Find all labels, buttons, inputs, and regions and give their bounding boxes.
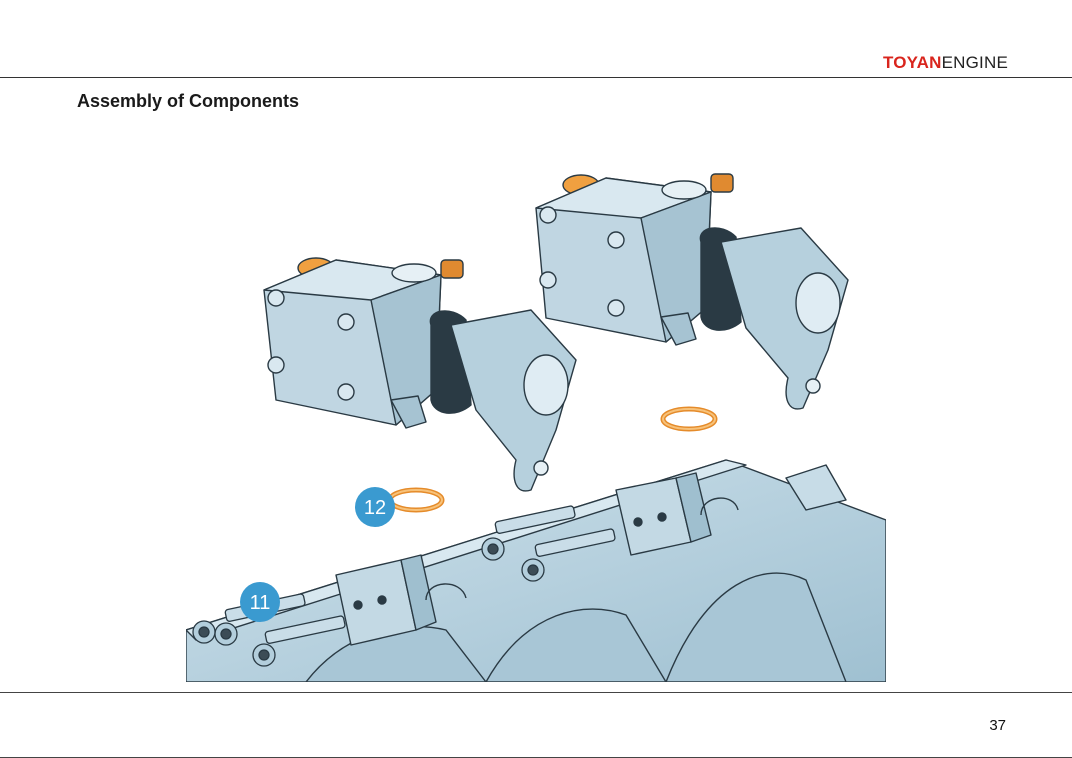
header-divider — [0, 77, 1072, 78]
component-assembly-right — [536, 174, 848, 409]
o-ring-front — [390, 490, 442, 510]
assembly-illustration: 12 11 — [186, 160, 886, 682]
footer-divider — [0, 692, 1072, 693]
brand-logo: TOYANENGINE — [883, 53, 1008, 73]
assembly-drawing: 12 11 — [186, 160, 886, 682]
page-number: 37 — [989, 717, 1006, 734]
brand-name-light: ENGINE — [942, 53, 1008, 72]
page-title: Assembly of Components — [77, 91, 299, 112]
callout-label-11: 11 — [250, 592, 271, 614]
component-assembly-left — [264, 258, 576, 491]
callout-badge-11: 11 — [240, 582, 280, 622]
brand-name-strong: TOYAN — [883, 53, 942, 72]
o-ring-rear — [663, 409, 715, 429]
callout-badge-12: 12 — [355, 487, 395, 527]
callout-label-12: 12 — [364, 497, 386, 519]
